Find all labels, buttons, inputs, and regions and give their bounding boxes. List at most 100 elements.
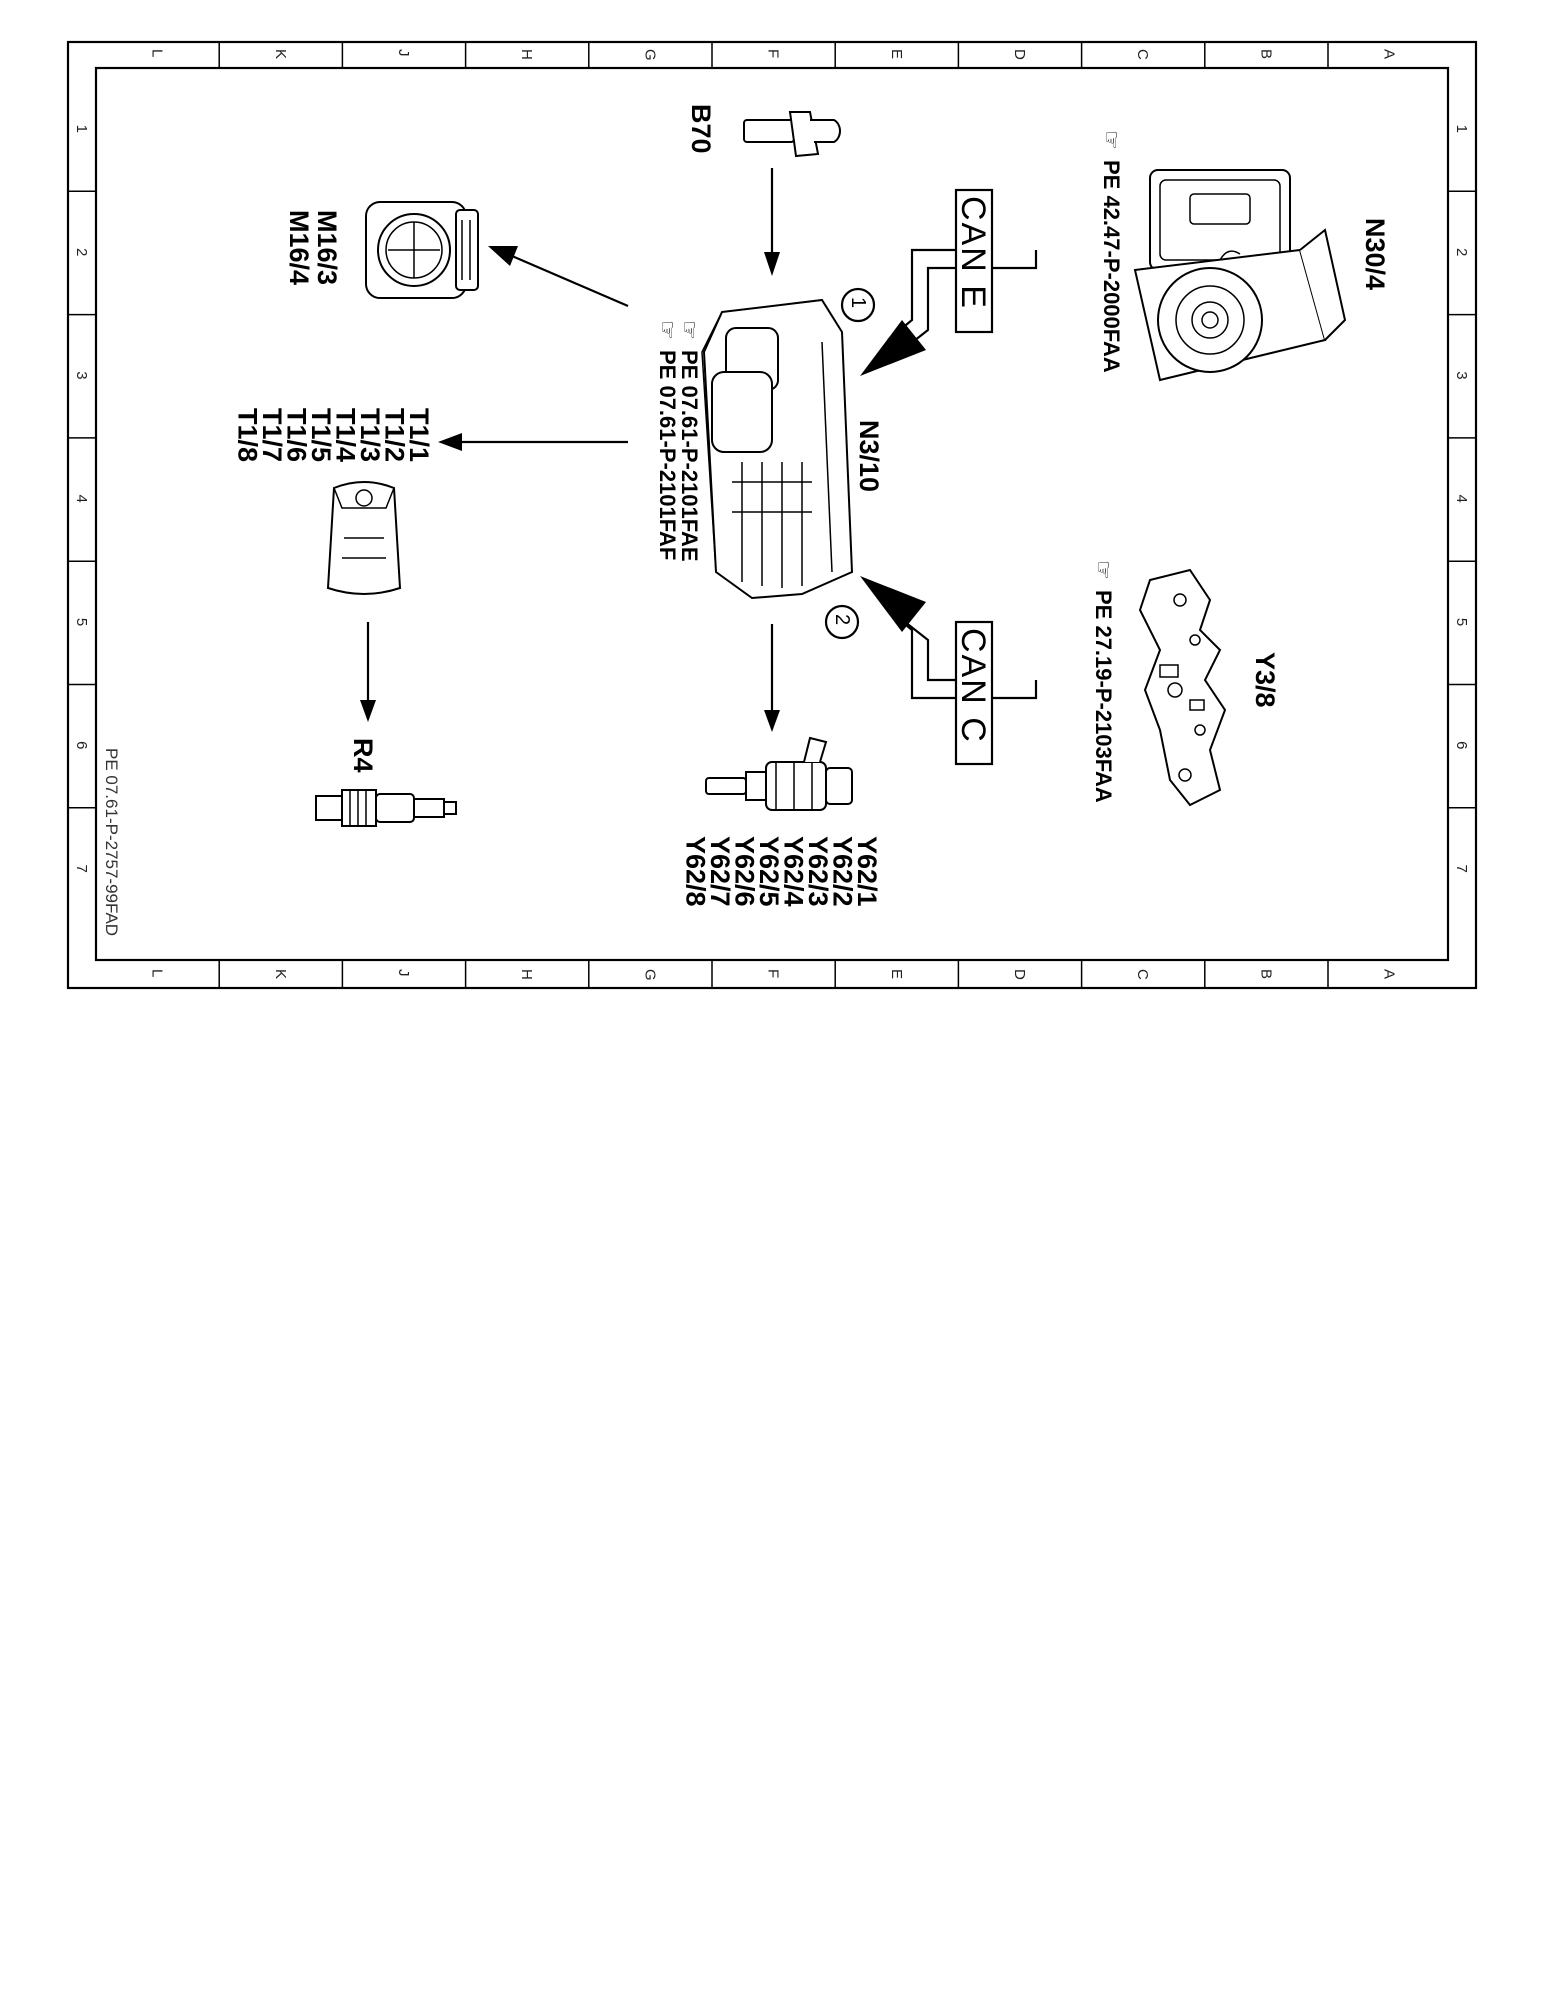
abs-hydraulic-unit-icon (1133, 169, 1347, 382)
grid-column-label: K (272, 49, 289, 59)
t1-label-list: T1/1T1/2T1/3T1/4T1/5T1/6T1/7T1/8 (233, 408, 435, 462)
crankshaft-sensor-icon (743, 111, 841, 158)
can-e-bus: CAN E 1 (840, 188, 1038, 376)
can-c-label: CAN C (954, 628, 992, 744)
y3-8-component: Y3/8 ☞ PE 27.19-P-2103FAA (1091, 560, 1280, 807)
grid-column-label: B (1257, 49, 1274, 59)
n30-4-component: N30/4 ☞ PE 42.47-P-2000FAA (1099, 130, 1390, 382)
m16-4-label: M16/4 (284, 210, 314, 285)
ignition-coil-icon (326, 481, 402, 595)
grid-row-labels-right: 1 2 3 4 5 6 7 (1453, 125, 1470, 873)
grid-row-labels-left: 1 2 3 4 5 6 7 (73, 125, 90, 873)
n30-4-label: N30/4 (1360, 218, 1390, 290)
grid-row-label: 5 (1453, 618, 1470, 626)
grid-column-label: L (149, 969, 166, 977)
y62-label: Y62/7 (705, 836, 735, 907)
y62-label: Y62/1 (852, 836, 882, 907)
t1-label: T1/6 (282, 408, 312, 462)
spark-plug-icon (315, 789, 457, 827)
y62-label: Y62/3 (803, 836, 833, 907)
valve-body-icon (1138, 568, 1227, 807)
pointing-hand-icon: ☞ (677, 320, 702, 340)
sheet-frame (66, 40, 1478, 990)
pointing-hand-icon: ☞ (655, 320, 680, 340)
t1-label: T1/5 (306, 408, 336, 462)
grid-column-label: D (1011, 49, 1028, 60)
grid-column-label: J (395, 969, 412, 977)
grid-row-label: 5 (73, 618, 90, 626)
t1-label: T1/1 (404, 408, 434, 462)
grid-column-label: L (149, 49, 166, 57)
b70-label: B70 (686, 104, 716, 154)
m16-component: M16/3 M16/4 (284, 201, 629, 308)
bus-marker-2: 2 (831, 614, 853, 625)
grid-row-label: 3 (1453, 371, 1470, 379)
grid-column-label: H (518, 49, 535, 60)
y62-label: Y62/5 (754, 836, 784, 907)
grid-row-label: 6 (73, 741, 90, 749)
grid-row-label: 1 (1453, 125, 1470, 133)
y62-label: Y62/8 (681, 836, 711, 907)
grid-row-label: 3 (73, 371, 90, 379)
column-tick-marks (218, 42, 1329, 988)
t1-label: T1/8 (233, 408, 263, 462)
t1-label: T1/4 (331, 408, 361, 462)
grid-column-label: E (888, 49, 905, 59)
grid-row-label: 2 (1453, 248, 1470, 256)
y62-label: Y62/6 (730, 836, 760, 907)
grid-column-label: C (1134, 49, 1151, 60)
engine-control-unit-icon (701, 298, 854, 600)
y3-8-reference: PE 27.19-P-2103FAA (1091, 590, 1116, 803)
grid-column-label: A (1381, 49, 1398, 59)
grid-row-label: 4 (1453, 495, 1470, 503)
t1-label: T1/7 (257, 408, 287, 462)
r4-label: R4 (348, 738, 378, 773)
pointing-hand-icon: ☞ (1091, 560, 1116, 580)
grid-row-label: 2 (73, 248, 90, 256)
n30-4-reference: PE 42.47-P-2000FAA (1099, 160, 1124, 373)
t1-label: T1/2 (380, 408, 410, 462)
throttle-valve-actuator-icon (365, 201, 479, 299)
grid-column-label: J (395, 49, 412, 57)
grid-column-label: C (1134, 969, 1151, 980)
grid-column-label: F (765, 969, 782, 978)
grid-row-label: 6 (1453, 741, 1470, 749)
grid-row-label: 7 (73, 864, 90, 872)
grid-row-label: 4 (73, 495, 90, 503)
fuel-injector-icon (705, 736, 853, 811)
grid-column-label: F (765, 49, 782, 58)
grid-row-label: 1 (73, 125, 90, 133)
grid-column-label: G (641, 969, 658, 981)
grid-column-label: G (641, 49, 658, 61)
grid-column-label: A (1381, 969, 1398, 979)
m16-3-label: M16/3 (312, 210, 342, 285)
pointing-hand-icon: ☞ (1099, 130, 1124, 150)
y62-label: Y62/4 (779, 836, 809, 907)
n3-10-label: N3/10 (854, 420, 884, 492)
n3-10-reference-1: PE 07.61-P-2101FAE (677, 350, 702, 562)
bus-marker-1: 1 (847, 297, 869, 308)
r4-component: R4 (315, 622, 457, 827)
grid-column-label: K (272, 969, 289, 979)
grid-column-label: H (518, 969, 535, 980)
grid-column-label: D (1011, 969, 1028, 980)
t1-label: T1/3 (355, 408, 385, 462)
grid-column-label: E (888, 969, 905, 979)
y3-8-label: Y3/8 (1250, 652, 1280, 708)
can-e-label: CAN E (954, 196, 992, 310)
n3-10-reference-2: PE 07.61-P-2101FAF (655, 350, 680, 560)
grid-column-label: B (1257, 969, 1274, 979)
b70-component: B70 (686, 104, 841, 276)
n3-10-component: N3/10 ☞ PE 07.61-P-2101FAE ☞ PE 07.61-P-… (655, 298, 884, 600)
row-tick-marks (68, 190, 1476, 809)
grid-row-label: 7 (1453, 864, 1470, 872)
document-id: PE 07.61-P-2757-99FAD (102, 748, 121, 936)
y62-label: Y62/2 (828, 836, 858, 907)
can-c-bus: CAN C 2 (824, 576, 1038, 766)
t1-component: T1/1T1/2T1/3T1/4T1/5T1/6T1/7T1/8 (233, 408, 628, 595)
